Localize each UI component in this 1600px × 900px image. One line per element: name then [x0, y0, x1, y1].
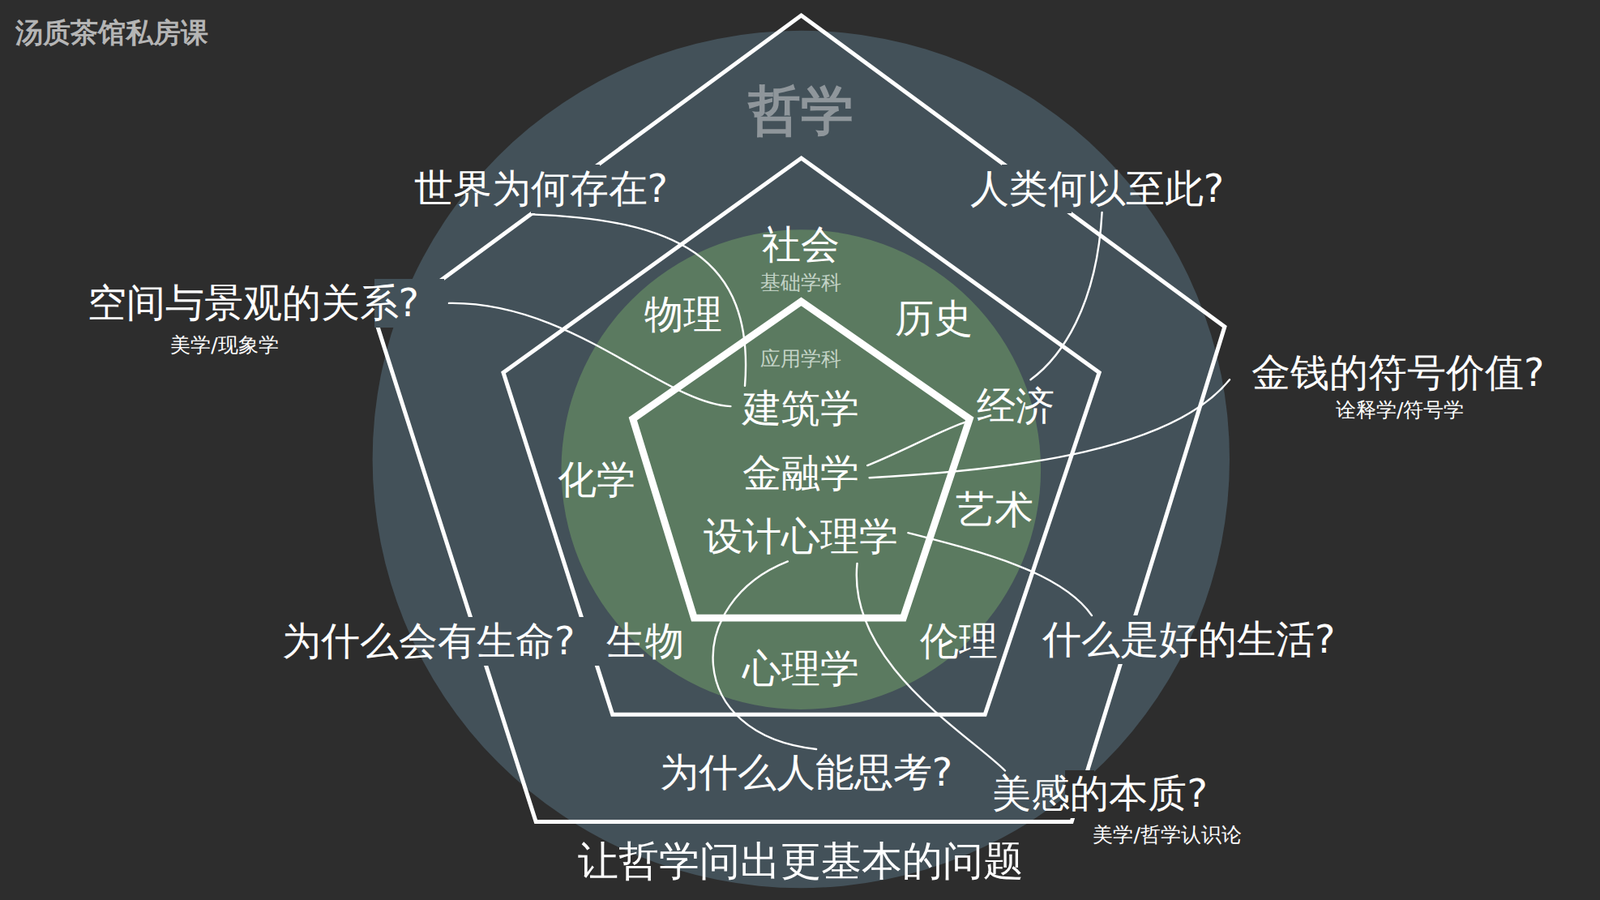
band-watermark: 应用学科 — [760, 346, 842, 372]
leader-line — [869, 379, 1230, 478]
outer-circle — [372, 30, 1230, 888]
pentagon-border — [377, 15, 1225, 822]
subject-label: 经济 — [976, 382, 1055, 429]
question-text: 美感的本质? — [992, 770, 1207, 818]
question-text: 什么是好的生活? — [1042, 616, 1335, 664]
subject-label: 历史 — [894, 295, 973, 342]
caption-text: 让哲学问出更基本的问题 — [577, 836, 1024, 886]
question-text: 为什么人能思考? — [659, 748, 953, 796]
pentagon-region: 应用学科建筑学金融学设计心理学 — [625, 294, 977, 625]
line-patch — [575, 616, 603, 666]
band-watermark: 基础学科 — [760, 270, 842, 296]
subject-label: 设计心理学 — [703, 513, 899, 560]
pentagon-region: 哲学基础学科社会物理 历史经济化学艺术生物 伦理心理学 应用学科建筑学金融学设计心理学 — [373, 11, 1229, 826]
leader-line — [907, 532, 1092, 616]
question-text: 空间与景观的关系? — [87, 279, 420, 326]
question-text: 为什么会有生命? — [282, 617, 575, 664]
subject-label: 心理学 — [742, 645, 860, 692]
discipline-note: 美学/现象学 — [170, 332, 279, 357]
subject-label: 伦理 — [919, 617, 998, 664]
pentagon-border — [503, 158, 1100, 715]
question-text: 金钱的符号价值? — [1251, 349, 1545, 396]
pentagon-border — [633, 300, 971, 617]
question-text: 人类何以至此? — [970, 165, 1224, 212]
subject-label: 化学 — [557, 456, 636, 503]
subject-label: 金融学 — [742, 449, 860, 497]
discipline-note: 美学/哲学认识论 — [1092, 822, 1241, 848]
leader-line — [856, 563, 1006, 771]
subject-label: 艺术 — [955, 487, 1034, 534]
subject-label: 建筑学 — [742, 385, 860, 432]
subject-label: 生物 — [606, 617, 685, 664]
leader-line — [1031, 212, 1103, 380]
subject-label: 物理 — [644, 290, 723, 338]
question-text: 世界为何存在? — [414, 165, 668, 212]
field-title: 哲学 — [748, 78, 854, 143]
discipline-note: 诠释学/符号学 — [1335, 397, 1464, 423]
logo-text: 汤质茶馆私房课 — [15, 16, 209, 50]
subject-label: 社会 — [761, 221, 840, 268]
